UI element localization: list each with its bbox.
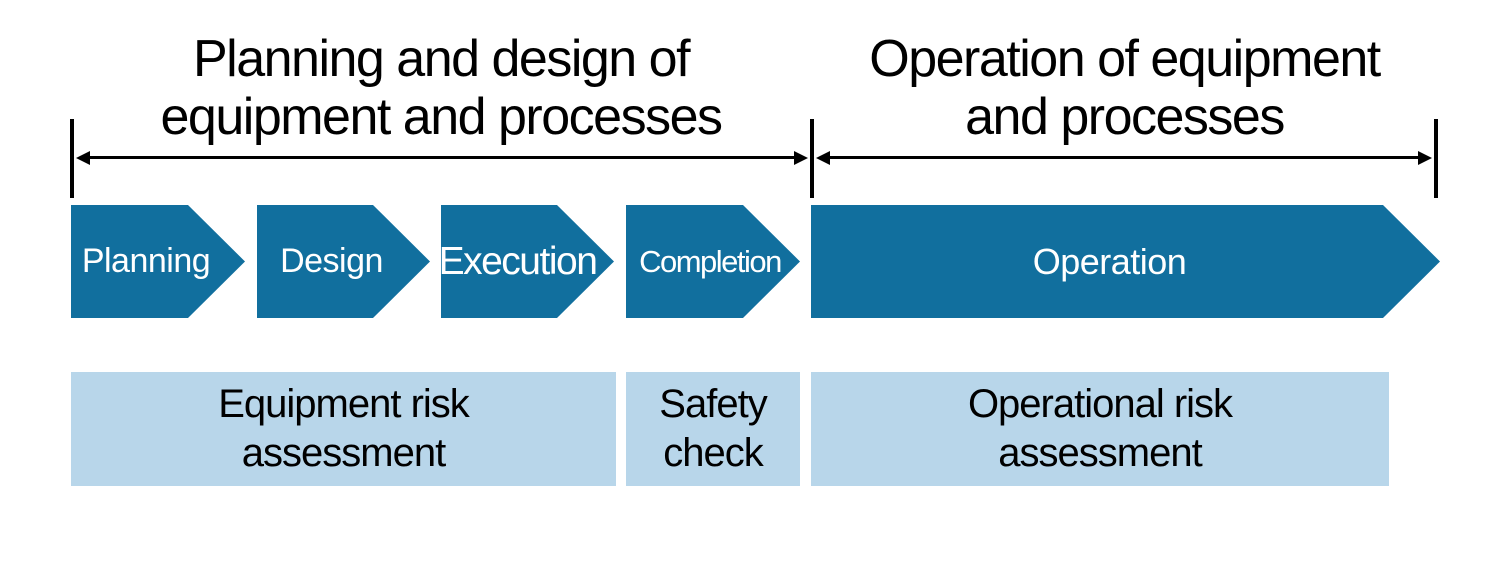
section-title-line: and processes <box>965 88 1285 146</box>
phase-label-planning: Planning <box>81 242 211 280</box>
dimension-arrow-operation <box>816 151 1432 165</box>
assessment-label-line: check <box>663 431 763 475</box>
section-title-line: Operation of equipment <box>869 30 1381 88</box>
phase-arrow-completion: Completion <box>626 205 800 318</box>
assessment-box-equipment-risk: Equipment risk assessment <box>71 372 616 486</box>
phase-arrow-execution: Execution <box>441 205 614 318</box>
dimension-arrow-planning-design <box>76 151 808 165</box>
phase-arrow-design: Design <box>257 205 430 318</box>
assessment-label-line: assessment <box>241 431 446 475</box>
assessment-label-line: assessment <box>998 431 1202 475</box>
dimension-tick-left <box>70 119 74 198</box>
assessment-box-safety-check: Safety check <box>626 372 800 486</box>
dimension-tick-middle <box>810 119 814 198</box>
phase-label-execution: Execution <box>438 239 597 283</box>
assessment-label-line: Operational risk <box>967 382 1233 426</box>
dimension-tick-right <box>1434 119 1438 198</box>
phase-label-operation: Operation <box>1032 240 1187 282</box>
phase-label-completion: Completion <box>639 243 781 279</box>
assessment-label-line: Equipment risk <box>218 382 470 426</box>
section-title-operation: Operation of equipment and processes <box>812 30 1437 146</box>
phase-arrow-planning: Planning <box>71 205 245 318</box>
assessment-label-line: Safety <box>659 382 767 426</box>
phase-label-design: Design <box>280 242 383 280</box>
phase-arrow-operation: Operation <box>811 205 1440 318</box>
assessment-box-operational-risk: Operational risk assessment <box>811 372 1389 486</box>
section-title-line: Planning and design of <box>192 30 691 88</box>
section-title-line: equipment and processes <box>160 88 724 146</box>
section-title-planning-design: Planning and design of equipment and pro… <box>72 30 810 146</box>
